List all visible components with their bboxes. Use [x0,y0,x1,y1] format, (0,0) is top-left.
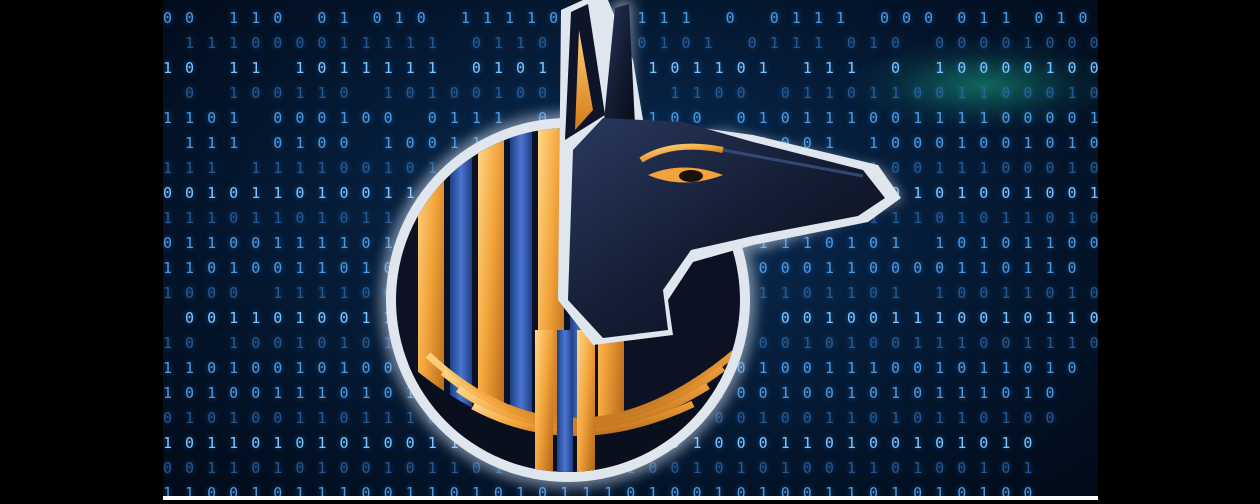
anubis-logo [380,0,903,488]
jackal-head [568,118,885,338]
binary-code-banner: 0 0 1 1 0 0 1 0 1 0 1 1 1 1 0 0 1 1 1 0 … [163,0,1098,500]
jackal-ear-front [603,4,635,130]
jackal-eye [639,143,724,183]
